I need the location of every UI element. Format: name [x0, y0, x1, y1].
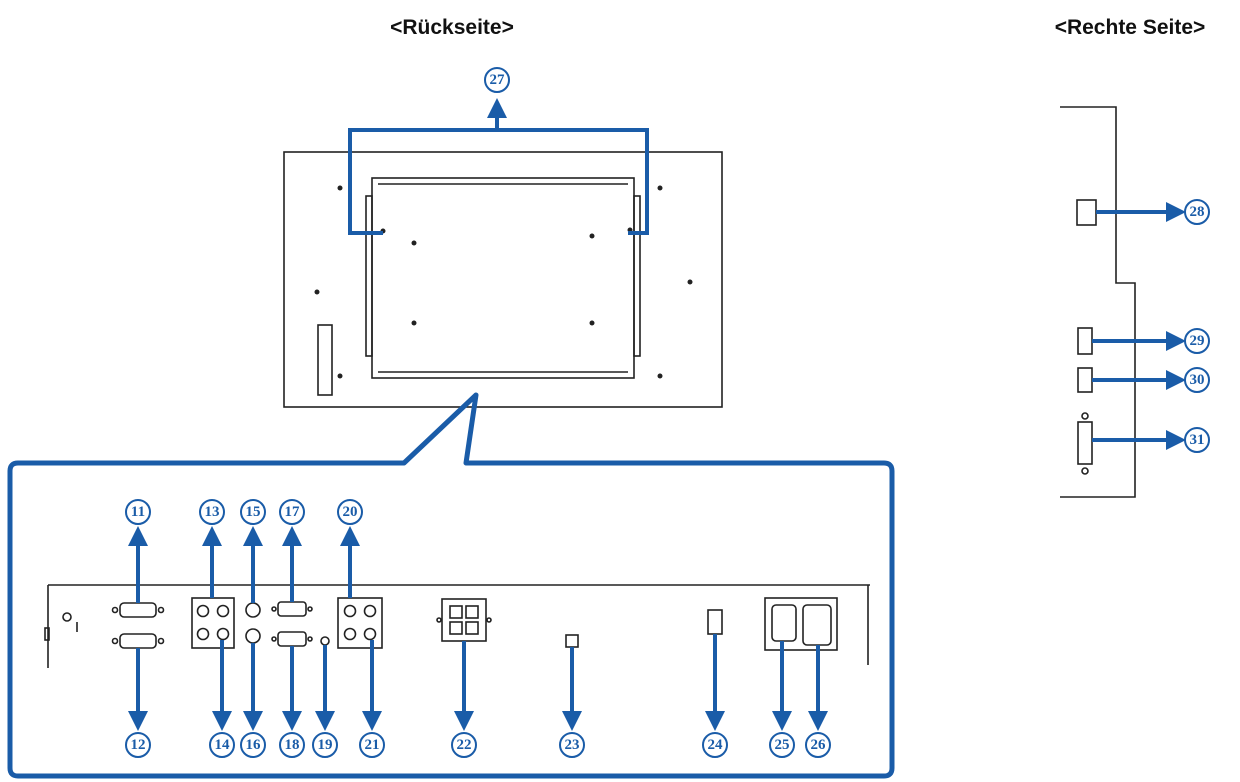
port-31 — [1077, 421, 1093, 465]
callout-16: 16 — [240, 732, 266, 758]
svg-text:25: 25 — [775, 737, 790, 753]
terminal-panel-drawing — [44, 584, 870, 668]
callout-26: 26 — [805, 732, 831, 758]
callout-11: 11 — [125, 499, 151, 525]
svg-text:17: 17 — [285, 504, 301, 520]
svg-text:28: 28 — [1190, 204, 1205, 220]
callout-15: 15 — [240, 499, 266, 525]
svg-text:15: 15 — [246, 504, 261, 520]
callout-29: 29 — [1184, 328, 1210, 354]
svg-text:23: 23 — [565, 737, 580, 753]
port-30 — [1077, 367, 1093, 393]
port-29 — [1077, 327, 1093, 355]
svg-text:29: 29 — [1190, 333, 1205, 349]
callout-27: 27 — [484, 67, 510, 93]
callout-13: 13 — [199, 499, 225, 525]
callout-27-bracket — [348, 98, 649, 235]
callout-20: 20 — [337, 499, 363, 525]
zoom-callout-box — [7, 392, 895, 779]
side-terminal-strip — [317, 324, 333, 396]
terminal-arrows — [128, 526, 828, 731]
monitor-frame — [283, 151, 723, 408]
callout-28: 28 — [1184, 199, 1210, 225]
callout-24: 24 — [702, 732, 728, 758]
callout-18: 18 — [279, 732, 305, 758]
callout-22: 22 — [451, 732, 477, 758]
svg-text:11: 11 — [131, 504, 145, 520]
callout-25: 25 — [769, 732, 795, 758]
svg-text:16: 16 — [246, 737, 262, 753]
svg-text:30: 30 — [1190, 372, 1205, 388]
callout-19: 19 — [312, 732, 338, 758]
callout-23: 23 — [559, 732, 585, 758]
callout-17: 17 — [279, 499, 305, 525]
svg-text:19: 19 — [318, 737, 333, 753]
vesa-mount-plate — [371, 177, 635, 379]
svg-text:22: 22 — [457, 737, 472, 753]
svg-text:13: 13 — [205, 504, 220, 520]
svg-text:20: 20 — [343, 504, 358, 520]
port-28 — [1076, 199, 1097, 226]
svg-text:21: 21 — [365, 737, 380, 753]
svg-text:18: 18 — [285, 737, 300, 753]
svg-text:12: 12 — [131, 737, 146, 753]
svg-text:27: 27 — [490, 72, 506, 88]
rear-view-title: <Rückseite> — [390, 16, 514, 39]
callout-14: 14 — [209, 732, 235, 758]
callout-31: 31 — [1184, 427, 1210, 453]
right-side-arrows — [1092, 202, 1186, 450]
rear-monitor-drawing — [283, 151, 723, 408]
right-side-view-title: <Rechte Seite> — [1055, 16, 1206, 39]
callout-21: 21 — [359, 732, 385, 758]
svg-text:24: 24 — [708, 737, 724, 753]
callout-12: 12 — [125, 732, 151, 758]
svg-text:14: 14 — [215, 737, 231, 753]
callout-30: 30 — [1184, 367, 1210, 393]
svg-text:31: 31 — [1190, 432, 1205, 448]
svg-text:26: 26 — [811, 737, 827, 753]
